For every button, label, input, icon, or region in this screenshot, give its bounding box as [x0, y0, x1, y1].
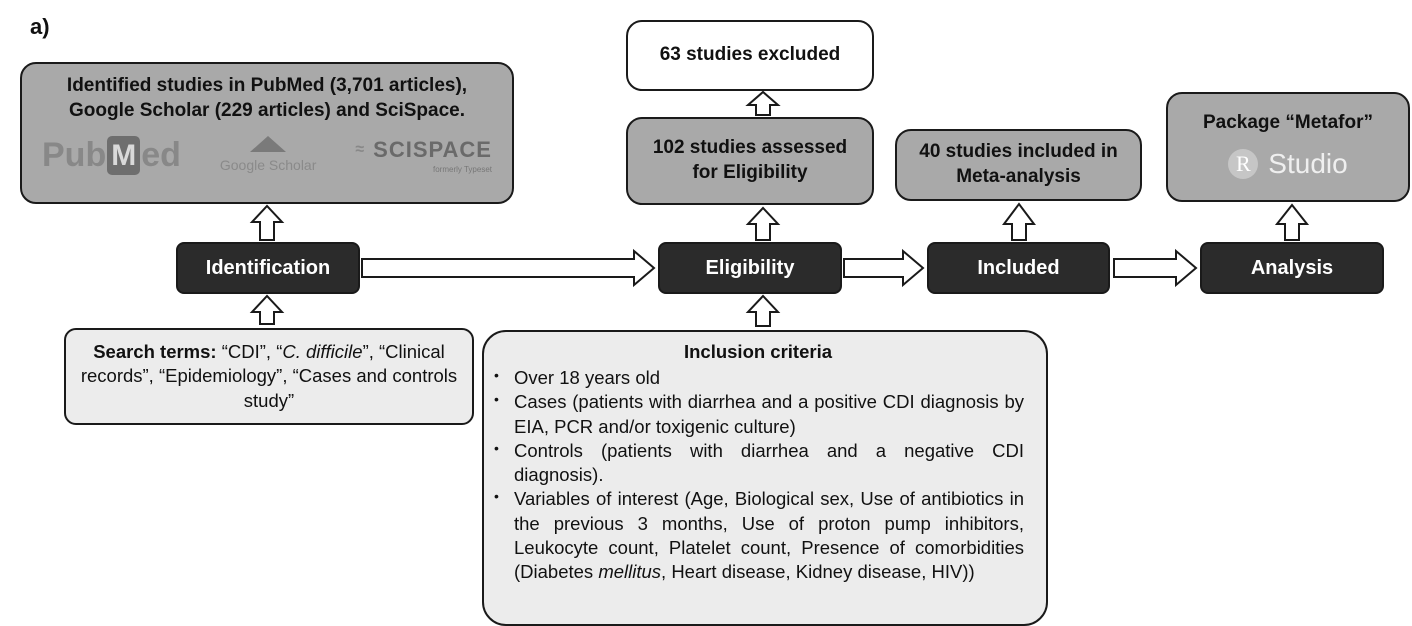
- rstudio-logo: R Studio: [1228, 146, 1348, 182]
- arrow-up-eligibility-to-assessed: [745, 206, 781, 241]
- search-terms-box: Search terms: “CDI”, “C. difficile”, “Cl…: [64, 328, 474, 425]
- package-title: Package “Metafor”: [1202, 112, 1373, 134]
- arrow-up-identification-to-identified: [249, 204, 285, 241]
- scispace-logo: ≈SCISPACE formerly Typeset: [355, 136, 492, 174]
- arrow-up-analysis-to-package: [1274, 203, 1310, 241]
- arrow-up-criteria-to-eligibility: [745, 294, 781, 327]
- graduation-cap-icon: [250, 136, 287, 153]
- stage-eligibility: Eligibility: [658, 242, 842, 294]
- arrow-right-included-to-analysis: [1113, 248, 1198, 288]
- scispace-mark-icon: ≈: [355, 140, 366, 158]
- criteria-item: Variables of interest (Age, Biological s…: [492, 487, 1024, 584]
- arrow-up-included-to-meta: [1002, 202, 1036, 241]
- criteria-item: Cases (patients with diarrhea and a posi…: [492, 390, 1024, 438]
- criteria-item: Over 18 years old: [492, 366, 1024, 390]
- assessed-line-2: for Eligibility: [692, 162, 808, 183]
- panel-label: a): [30, 14, 50, 39]
- included-meta-box: 40 studies included in Meta-analysis: [895, 129, 1142, 201]
- search-terms-text: Search terms: “CDI”, “C. difficile”, “Cl…: [80, 341, 458, 411]
- stage-analysis: Analysis: [1200, 242, 1384, 294]
- google-scholar-logo: Google Scholar: [220, 136, 316, 174]
- included-meta-line-1: 40 studies included in: [919, 141, 1118, 163]
- arrow-up-assessed-to-excluded: [745, 90, 781, 116]
- package-box: Package “Metafor” R Studio: [1166, 92, 1410, 202]
- excluded-box: 63 studies excluded: [626, 20, 874, 91]
- identified-line-1: Identified studies in PubMed (3,701 arti…: [66, 75, 468, 96]
- r-logo-icon: R: [1228, 149, 1259, 180]
- stage-included: Included: [927, 242, 1110, 294]
- criteria-title: Inclusion criteria: [683, 341, 833, 362]
- criteria-item: Controls (patients with diarrhea and a n…: [492, 439, 1024, 487]
- excluded-text: 63 studies excluded: [659, 44, 841, 66]
- arrow-right-eligibility-to-included: [843, 248, 925, 288]
- identified-studies-box: Identified studies in PubMed (3,701 arti…: [20, 62, 514, 204]
- arrow-right-identification-to-eligibility: [361, 248, 656, 288]
- included-meta-line-2: Meta-analysis: [956, 166, 1081, 187]
- identified-line-2: Google Scholar (229 articles) and SciSpa…: [69, 99, 465, 121]
- assessed-line-1: 102 studies assessed: [652, 137, 848, 159]
- criteria-list: Over 18 years old Cases (patients with d…: [492, 366, 1024, 584]
- arrow-up-search-to-identification: [249, 294, 285, 325]
- assessed-box: 102 studies assessed for Eligibility: [626, 117, 874, 205]
- stage-identification: Identification: [176, 242, 360, 294]
- inclusion-criteria-box: Inclusion criteria Over 18 years old Cas…: [482, 330, 1048, 626]
